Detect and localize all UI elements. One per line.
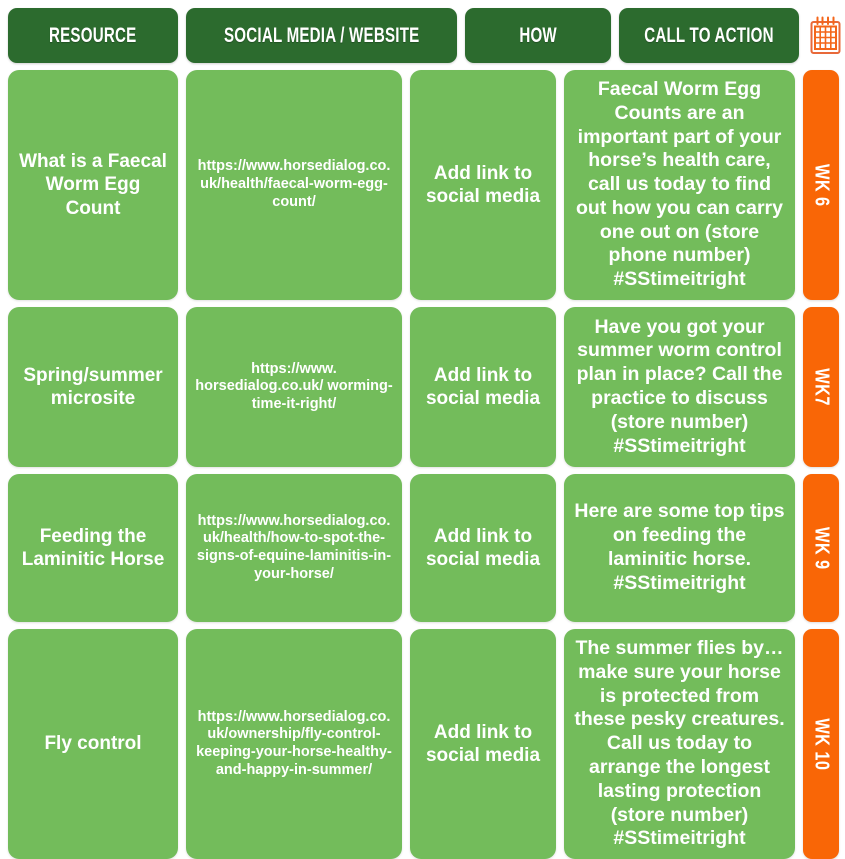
cell-social-media-website[interactable]: https://www. horsedialog.co.uk/ worming-… xyxy=(186,307,402,468)
column-header-how-label: HOW xyxy=(519,23,558,47)
table-row: Spring/summer microsite https://www. hor… xyxy=(8,307,839,468)
table-row: Feeding the Laminitic Horse https://www.… xyxy=(8,474,839,623)
week-badge-label: WK 10 xyxy=(810,718,833,771)
column-header-how: HOW xyxy=(465,8,612,63)
column-header-social-media-website-label: SOCIAL MEDIA / WEBSITE xyxy=(224,23,420,47)
cell-resource: What is a Faecal Worm Egg Count xyxy=(8,70,178,301)
cell-how: Add link to social media xyxy=(410,70,556,301)
cell-call-to-action: The summer flies by… make sure your hors… xyxy=(564,629,795,859)
cell-social-media-website[interactable]: https://www.horsedialog.co.uk/health/fae… xyxy=(186,70,402,301)
resource-title: Feeding the Laminitic Horse xyxy=(21,525,165,571)
table-row: What is a Faecal Worm Egg Count https://… xyxy=(8,70,839,301)
calendar-icon xyxy=(810,16,841,54)
week-badge-label: WK 9 xyxy=(810,526,833,570)
how-instruction: Add link to social media xyxy=(425,364,541,410)
cell-how: Add link to social media xyxy=(410,474,556,623)
resource-title: What is a Faecal Worm Egg Count xyxy=(19,151,167,219)
table-row: Fly control https://www.horsedialog.co.u… xyxy=(8,629,839,859)
cell-resource: Feeding the Laminitic Horse xyxy=(8,474,178,623)
column-header-call-to-action-label: CALL TO ACTION xyxy=(644,23,775,47)
week-badge: WK7 xyxy=(803,307,839,468)
column-header-social-media-website: SOCIAL MEDIA / WEBSITE xyxy=(186,8,458,63)
column-header-week xyxy=(807,8,843,63)
column-header-call-to-action: CALL TO ACTION xyxy=(619,8,800,63)
how-instruction: Add link to social media xyxy=(425,525,541,571)
week-badge: WK 9 xyxy=(803,474,839,623)
how-instruction: Add link to social media xyxy=(425,721,541,767)
cell-social-media-website[interactable]: https://www.horsedialog.co.uk/ownership/… xyxy=(186,629,402,859)
week-badge-label: WK 6 xyxy=(810,163,833,207)
column-header-resource-label: RESOURCE xyxy=(49,23,137,47)
week-badge-label: WK7 xyxy=(810,368,833,406)
cell-call-to-action: Faecal Worm Egg Counts are an important … xyxy=(564,70,795,301)
how-instruction: Add link to social media xyxy=(425,162,541,208)
cell-social-media-website[interactable]: https://www.horsedialog.co.uk/health/how… xyxy=(186,474,402,623)
cell-how: Add link to social media xyxy=(410,629,556,859)
resource-url[interactable]: https://www.horsedialog.co.uk/health/how… xyxy=(196,512,392,582)
call-to-action-text: Here are some top tips on feeding the la… xyxy=(574,500,785,594)
call-to-action-text: Faecal Worm Egg Counts are an important … xyxy=(576,78,783,291)
column-header-resource: RESOURCE xyxy=(8,8,178,63)
resource-title: Spring/summer microsite xyxy=(23,364,163,410)
resource-url[interactable]: https://www.horsedialog.co.uk/health/fae… xyxy=(197,158,391,210)
week-badge: WK 6 xyxy=(803,70,839,301)
week-badge: WK 10 xyxy=(803,629,839,859)
resource-url[interactable]: https://www.horsedialog.co.uk/ownership/… xyxy=(196,708,392,778)
cell-resource: Spring/summer microsite xyxy=(8,307,178,468)
table-header-row: RESOURCE SOCIAL MEDIA / WEBSITE HOW CALL… xyxy=(4,8,841,63)
table-body: What is a Faecal Worm Egg Count https://… xyxy=(4,70,841,859)
content-planner-table: RESOURCE SOCIAL MEDIA / WEBSITE HOW CALL… xyxy=(4,8,841,859)
resource-url[interactable]: https://www. horsedialog.co.uk/ worming-… xyxy=(195,360,393,412)
cell-how: Add link to social media xyxy=(410,307,556,468)
cell-call-to-action: Have you got your summer worm control pl… xyxy=(564,307,795,468)
cell-call-to-action: Here are some top tips on feeding the la… xyxy=(564,474,795,623)
cell-resource: Fly control xyxy=(8,629,178,859)
call-to-action-text: Have you got your summer worm control pl… xyxy=(576,315,783,457)
resource-title: Fly control xyxy=(44,733,142,755)
call-to-action-text: The summer flies by… make sure your hors… xyxy=(574,637,785,850)
